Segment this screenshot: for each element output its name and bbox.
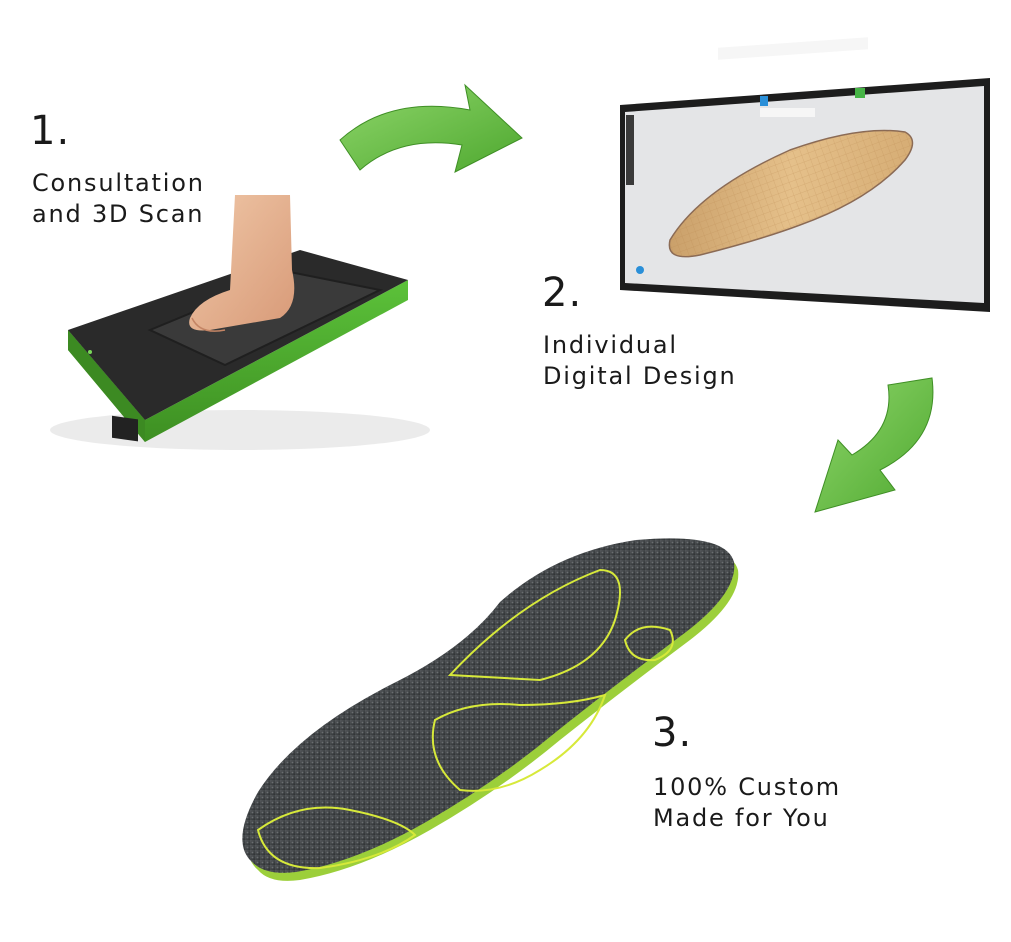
- step-1-number: 1.: [30, 108, 71, 154]
- step-1-label: Consultation and 3D Scan: [32, 169, 205, 228]
- step-2-number: 2.: [542, 270, 583, 316]
- custom-insole-image: [242, 538, 739, 881]
- step-3-number: 3.: [652, 710, 693, 756]
- monitor-cad-image: [620, 37, 990, 312]
- arrow-down-left-icon: [814, 377, 934, 513]
- foot-scanner-image: [50, 195, 430, 450]
- step-2-label: Individual Digital Design: [543, 331, 737, 390]
- step-3-label: 100% Custom Made for You: [653, 773, 841, 832]
- arrow-right-icon: [339, 83, 523, 173]
